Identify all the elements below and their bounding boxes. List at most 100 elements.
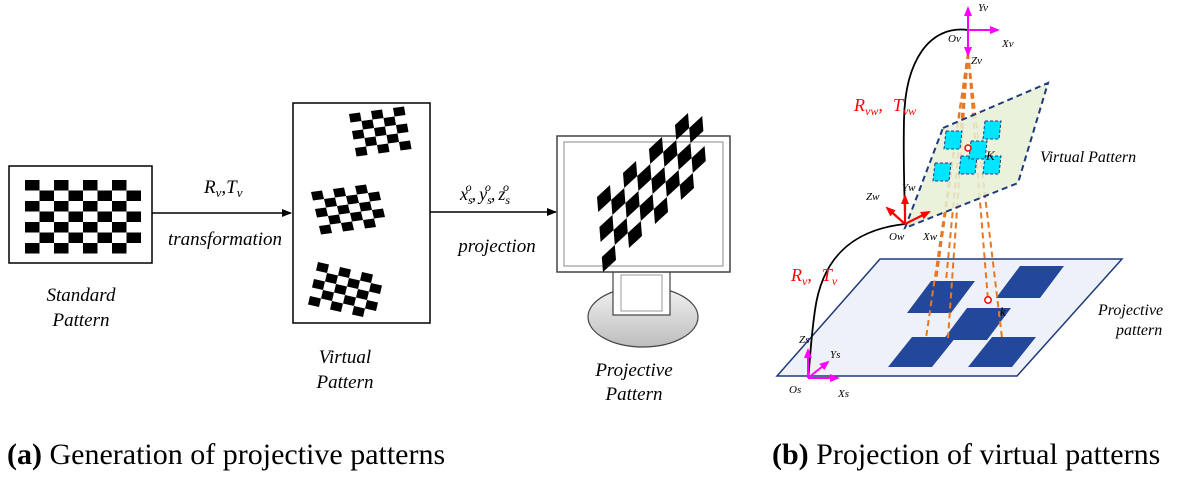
panel-a: Standard Pattern Rv,Tv transformation Vi…: [8, 102, 731, 405]
checker-square: [365, 300, 378, 311]
virtual-checkerboard-2: [311, 184, 385, 235]
label-k: k: [1000, 304, 1006, 319]
projective-label-line1: Projective: [594, 360, 672, 381]
checker-square: [349, 112, 362, 123]
checker-square: [324, 197, 337, 208]
checker-square: [341, 221, 354, 232]
checker-square: [675, 113, 690, 140]
checker-square: [360, 272, 373, 283]
label-projective-line1: Projective: [1097, 302, 1163, 319]
trajectory-ow-os: [807, 223, 906, 379]
checker-square: [83, 222, 98, 233]
checker-square: [399, 140, 412, 151]
checker-square: [663, 140, 678, 167]
transformation-math: Rv,Tv: [203, 177, 243, 200]
ov-frame: [964, 6, 1000, 57]
projective-label-line2: Pattern: [605, 384, 663, 405]
checker-square: [54, 201, 69, 212]
checker-square: [311, 190, 324, 201]
checker-square: [97, 211, 112, 222]
checker-square: [39, 232, 54, 243]
checker-square: [338, 267, 351, 278]
checker-square: [328, 214, 341, 225]
checker-square: [625, 191, 640, 218]
checker-square: [25, 201, 40, 212]
standard-label-line2: Pattern: [52, 310, 110, 331]
projection-label: projection: [456, 236, 535, 257]
checker-square: [383, 116, 396, 127]
checker-square: [346, 194, 359, 205]
virtual-tile: [943, 130, 963, 150]
checker-square: [54, 222, 69, 233]
checker-square: [355, 184, 368, 195]
label-Zs: Zs: [799, 334, 809, 346]
projection-math: xso,yso,zso: [459, 180, 510, 207]
checker-square: [112, 201, 127, 212]
checker-square: [363, 218, 376, 229]
checker-square: [364, 136, 377, 147]
virtual-tile: [982, 120, 1002, 140]
projective-tile: [943, 308, 1011, 340]
virtual-tiles: [932, 120, 1002, 182]
checker-square: [623, 161, 638, 188]
checker-square: [126, 232, 141, 243]
checker-square: [601, 245, 616, 272]
projective-tiles: [888, 266, 1064, 367]
checker-square: [83, 243, 98, 254]
label-Zv: Zv: [971, 55, 982, 67]
label-Rvw-Tvw: Rvw,Tvw: [853, 95, 916, 118]
caption-b-tag: (b): [772, 438, 809, 471]
label-Xs: Xs: [837, 388, 849, 400]
checker-square: [691, 146, 706, 173]
checker-square: [355, 146, 368, 157]
monitor: [556, 113, 731, 348]
checker-square: [613, 218, 628, 245]
projective-checkerboard: [597, 113, 706, 272]
checker-square: [611, 188, 626, 215]
label-K: K: [985, 148, 996, 163]
checker-square: [68, 211, 83, 222]
caption-a-text: Generation of projective patterns: [41, 438, 446, 471]
virtual-label-line1: Virtual: [319, 347, 371, 368]
checker-square: [68, 232, 83, 243]
monitor-neck-inner: [620, 274, 663, 312]
label-projective-line2: pattern: [1115, 322, 1162, 339]
checker-square: [97, 232, 112, 243]
point-K: [964, 144, 972, 152]
checker-square: [308, 296, 321, 307]
checker-square: [347, 278, 360, 289]
checker-square: [325, 273, 338, 284]
checker-square: [319, 224, 332, 235]
standard-label-line1: Standard: [47, 285, 116, 306]
caption-a: (a) Generation of projective patterns: [7, 438, 445, 472]
checker-square: [597, 185, 612, 212]
standard-checkerboard: [25, 180, 141, 254]
checker-square: [330, 301, 343, 312]
checker-square: [653, 197, 668, 224]
checker-square: [112, 222, 127, 233]
checker-square: [377, 143, 390, 154]
checker-square: [312, 279, 325, 290]
ow-frame: [885, 194, 931, 225]
checker-square: [97, 190, 112, 201]
label-Ov: Ov: [948, 33, 961, 45]
checker-square: [25, 222, 40, 233]
checker-square: [333, 187, 346, 198]
checker-square: [352, 306, 365, 317]
checker-square: [393, 106, 406, 117]
checker-square: [68, 190, 83, 201]
virtual-checkerboard-1: [349, 106, 412, 157]
label-Xv: Xv: [1001, 38, 1014, 50]
label-Yv: Yv: [978, 2, 988, 14]
label-Rv-Tv: Rv,Tv: [790, 265, 838, 288]
checker-square: [316, 262, 329, 273]
checker-square: [368, 191, 381, 202]
checker-square: [637, 164, 652, 191]
checker-square: [321, 290, 334, 301]
checker-square: [126, 211, 141, 222]
checker-square: [372, 208, 385, 219]
checker-square: [112, 180, 127, 191]
checker-square: [25, 180, 40, 191]
checker-square: [337, 204, 350, 215]
